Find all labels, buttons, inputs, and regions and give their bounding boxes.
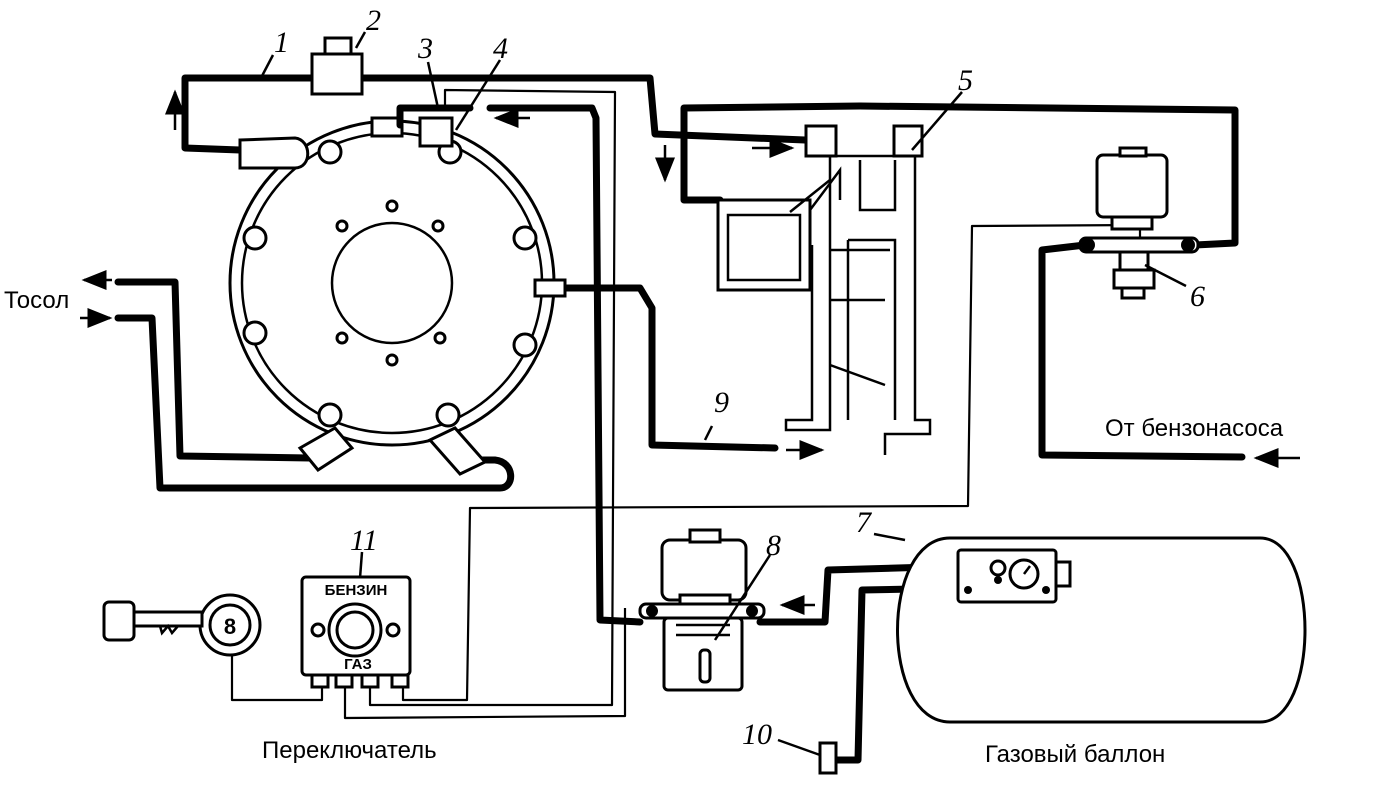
callout-10: 10 (742, 718, 772, 751)
callout-11: 11 (350, 524, 378, 557)
callout-1: 1 (274, 26, 289, 59)
filler-valve-10 (818, 741, 838, 775)
gas-solenoid-8 (638, 528, 766, 692)
callout-4: 4 (493, 32, 508, 65)
switch-caption: Переключатель (262, 737, 437, 764)
key-mark-text: 8 (224, 614, 236, 639)
from-fuel-pump-label: От бензонасоса (1105, 415, 1284, 442)
callout-3: 3 (417, 32, 433, 65)
callout-2: 2 (366, 4, 381, 37)
gas-cylinder-caption: Газовый баллон (985, 741, 1165, 768)
switch-gas-text: ГАЗ (344, 656, 372, 673)
gas-cylinder-7 (896, 536, 1307, 724)
solenoid-valve-2 (310, 36, 364, 96)
callout-numbers: 1 2 3 4 5 6 7 8 9 10 11 (274, 4, 1205, 751)
callout-6: 6 (1190, 280, 1205, 313)
leader-lines (260, 31, 1187, 757)
switch-11: БЕНЗИН ГАЗ (300, 575, 412, 689)
switch-petrol-text: БЕНЗИН (325, 582, 388, 599)
callout-5: 5 (958, 64, 973, 97)
flow-arrows (80, 89, 1300, 615)
mixer-5 (716, 124, 932, 455)
coolant-label: Тосол (4, 287, 69, 314)
callout-7: 7 (856, 506, 873, 539)
callout-8: 8 (766, 529, 781, 562)
callout-9: 9 (714, 386, 729, 419)
reducer (228, 104, 567, 476)
petrol-solenoid-6 (1078, 146, 1200, 300)
ignition-lock: 8 (102, 593, 262, 657)
